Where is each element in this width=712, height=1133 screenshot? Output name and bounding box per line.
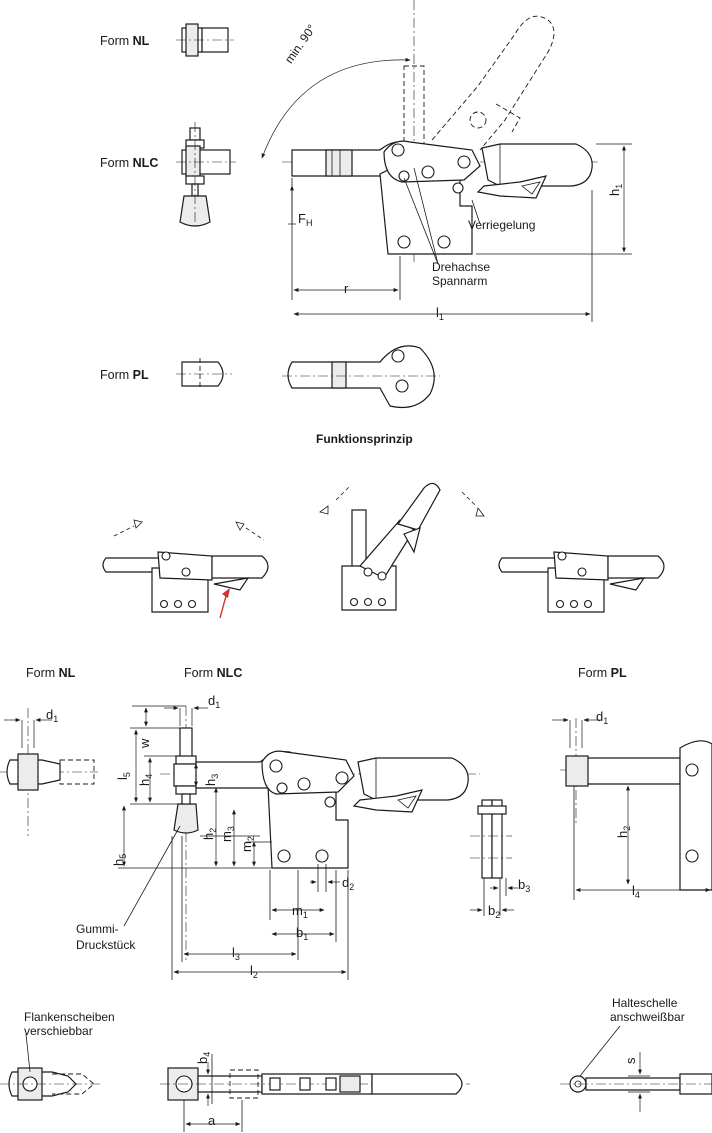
- form-pl-view: [176, 345, 440, 409]
- dim-l3: l3: [232, 945, 240, 962]
- dim-h5: h5: [111, 853, 128, 866]
- form-nl-bottom-view: [0, 708, 98, 836]
- dim-d1-nl: d1: [46, 707, 59, 724]
- dim-w: w: [137, 738, 152, 748]
- form-nlc-label-top: Form NLC: [100, 156, 159, 170]
- dim-force: FH: [298, 211, 313, 228]
- main-side-view: [261, 0, 632, 322]
- dim-r: r: [344, 281, 349, 296]
- washers-label-2: verschiebbar: [24, 1024, 93, 1038]
- dim-h3: h3: [203, 773, 220, 786]
- front-view: [470, 799, 518, 916]
- form-nl-label-top: Form NL: [100, 34, 150, 48]
- dim-l2: l2: [250, 963, 258, 980]
- dim-m1: m1: [292, 903, 308, 920]
- washers-label-1: Flankenscheiben: [24, 1010, 115, 1024]
- rubber-label-2: Druckstück: [76, 938, 136, 952]
- dim-b2: b2: [488, 903, 501, 920]
- dim-h2-nlc: h2: [201, 827, 218, 840]
- dim-m2: m2: [239, 836, 256, 852]
- dim-h2-pl: h2: [615, 825, 632, 838]
- dim-b4: b4: [195, 1051, 212, 1064]
- dim-h1: h1: [607, 183, 624, 196]
- dim-b1: b1: [296, 925, 309, 942]
- form-nlc-label-bottom: Form NLC: [184, 666, 243, 680]
- dim-b3: b3: [518, 877, 531, 894]
- form-nlc-top-view: [176, 122, 236, 227]
- rubber-label-1: Gummi-: [76, 922, 119, 936]
- form-pl-label-bottom: Form PL: [578, 666, 627, 680]
- dim-m3: m3: [219, 826, 236, 842]
- dim-l5: l5: [115, 772, 132, 780]
- form-nl-label-bottom: Form NL: [26, 666, 76, 680]
- dim-s: s: [623, 1057, 638, 1065]
- dim-a: a: [208, 1113, 216, 1128]
- dim-d1-pl: d1: [596, 709, 609, 726]
- pivot-label-2: Spannarm: [432, 274, 488, 288]
- form-pl-label-top: Form PL: [100, 368, 149, 382]
- form-nl-top-view: [176, 23, 234, 57]
- dim-l1: l1: [436, 305, 444, 322]
- bracket-label-1: Halteschelle: [612, 996, 678, 1010]
- pivot-label-1: Drehachse: [432, 260, 491, 274]
- locking-label: Verriegelung: [468, 218, 536, 232]
- dim-h4: h4: [137, 773, 154, 786]
- bottom-top-views: [0, 1025, 712, 1132]
- dim-d1-nlc: d1: [208, 693, 221, 710]
- function-principle: [102, 482, 665, 619]
- form-pl-bottom-view: [552, 718, 712, 900]
- dim-d2: d2: [342, 875, 355, 892]
- bracket-label-2: anschweißbar: [610, 1010, 685, 1024]
- form-nlc-bottom-view: [118, 705, 480, 980]
- dim-l4: l4: [632, 883, 640, 900]
- section-title: Funktionsprinzip: [316, 432, 413, 446]
